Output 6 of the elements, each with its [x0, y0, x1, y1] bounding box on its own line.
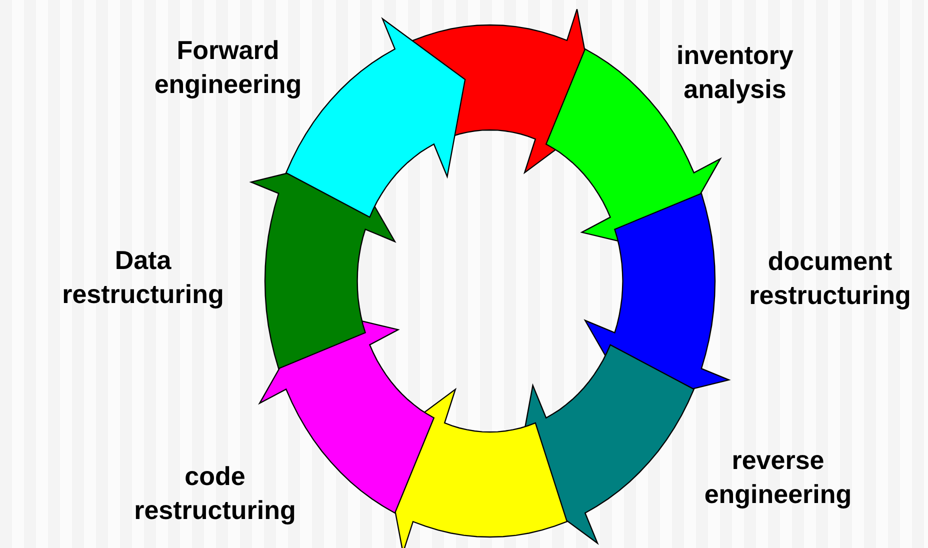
stage-label: document restructuring [748, 245, 912, 312]
stage-label: reverse engineering [703, 444, 853, 511]
stage-label: inventory analysis [675, 39, 795, 106]
stage-label: Forward engineering [153, 34, 303, 101]
stage-label: Data restructuring [61, 244, 225, 311]
stage-label: code restructuring [133, 460, 297, 527]
